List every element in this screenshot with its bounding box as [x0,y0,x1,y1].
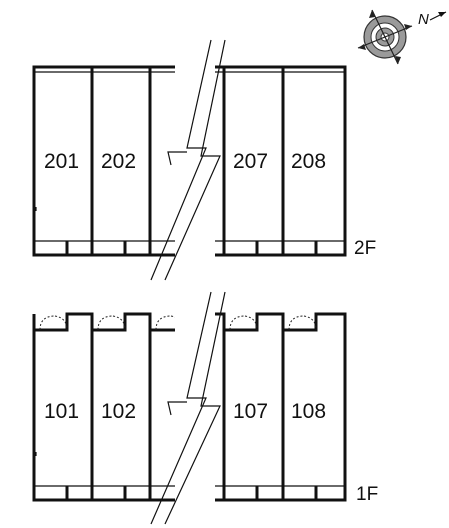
break-symbol-2f [150,39,226,281]
unit-label: 207 [233,150,268,173]
floor-label-2f: 2F [354,238,376,259]
unit-label: 202 [101,150,136,173]
unit-label: 107 [233,400,268,423]
north-label: N [418,11,429,28]
floor-label-1f: 1F [356,484,378,505]
unit-label: 108 [291,400,326,423]
unit-label: 208 [291,150,326,173]
north-arrow-icon [429,11,447,21]
unit-label: 102 [101,400,136,423]
break-symbol-1f [150,291,226,525]
compass-rose-icon [357,9,413,65]
unit-label: 101 [44,400,79,423]
unit-label: 201 [44,150,79,173]
